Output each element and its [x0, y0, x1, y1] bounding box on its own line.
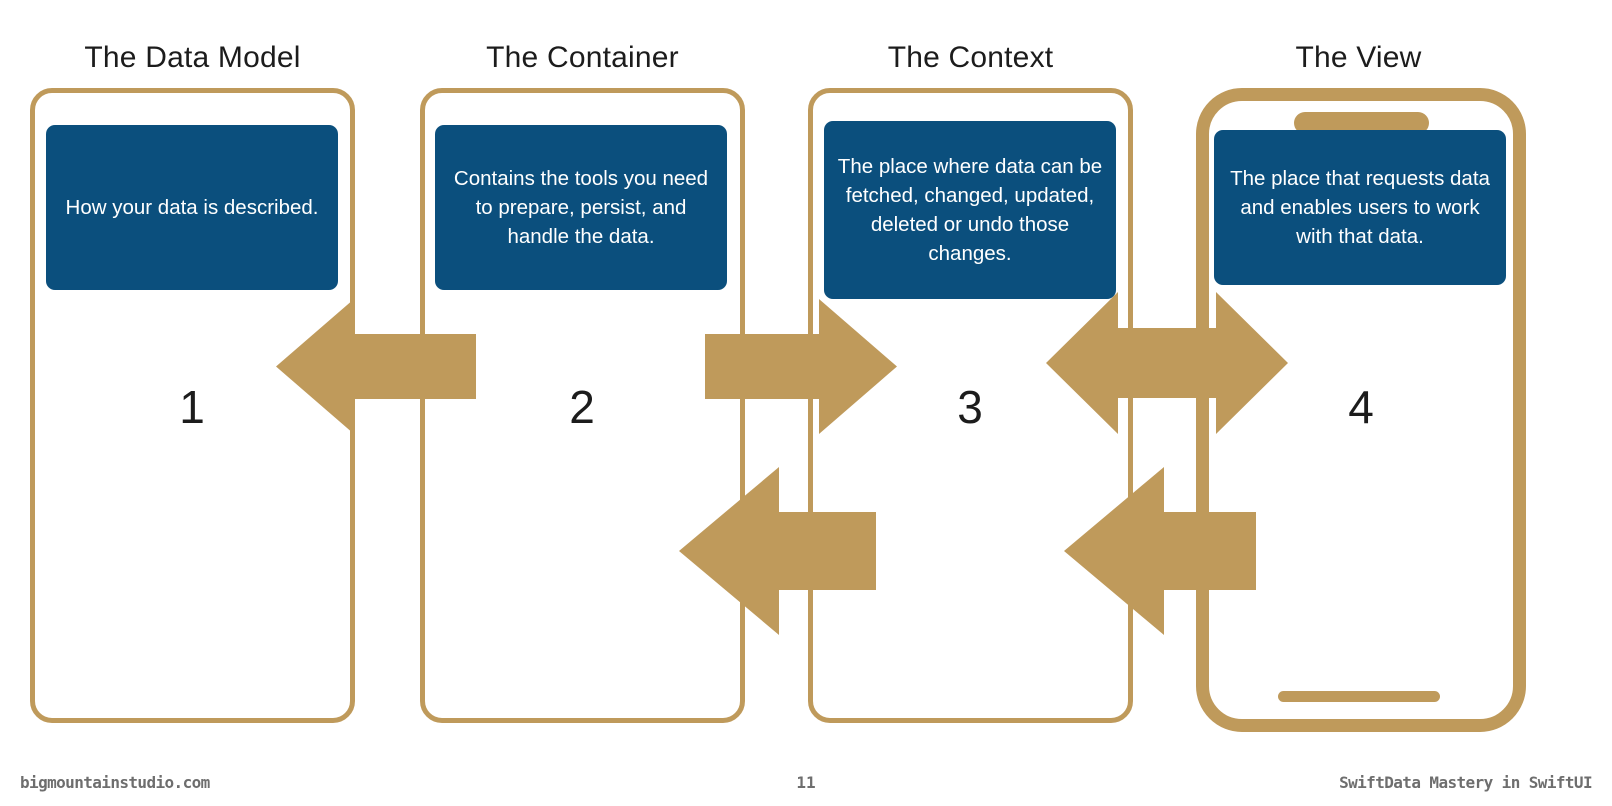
arrow-context-to-container — [679, 467, 876, 635]
arrow-container-to-data-model — [276, 299, 476, 434]
card-data-model-text: How your data is described. — [65, 196, 319, 219]
step-number-4: 4 — [1348, 381, 1374, 433]
card-context-text: The place where data can be fetched, cha… — [837, 155, 1103, 265]
phone-speaker-icon — [1294, 112, 1429, 134]
column-title-container: The Container — [486, 41, 679, 74]
column-title-view: The View — [1295, 41, 1422, 74]
card-container-text: Contains the tools you need to prepare, … — [453, 167, 709, 248]
card-context: The place where data can be fetched, cha… — [824, 121, 1116, 299]
card-view: The place that requests data and enables… — [1214, 130, 1506, 285]
footer-website: bigmountainstudio.com — [20, 773, 210, 792]
step-number-2: 2 — [569, 381, 595, 433]
arrow-context-to-view — [1046, 292, 1288, 434]
card-container: Contains the tools you need to prepare, … — [435, 125, 727, 290]
footer-page-number: 11 — [796, 773, 816, 792]
column-title-data-model: The Data Model — [84, 41, 301, 74]
card-view-text: The place that requests data and enables… — [1230, 167, 1490, 248]
footer-book-title: SwiftData Mastery in SwiftUI — [1339, 773, 1593, 792]
arrow-view-to-context — [1064, 467, 1256, 635]
panel-context[interactable] — [808, 88, 1133, 723]
arrow-container-to-context — [705, 299, 897, 434]
phone-home-indicator-icon — [1278, 691, 1440, 702]
panel-container[interactable] — [420, 88, 745, 723]
step-number-3: 3 — [957, 381, 983, 433]
step-number-1: 1 — [179, 381, 205, 433]
card-data-model: How your data is described. — [46, 125, 338, 290]
column-title-context: The Context — [887, 41, 1054, 74]
